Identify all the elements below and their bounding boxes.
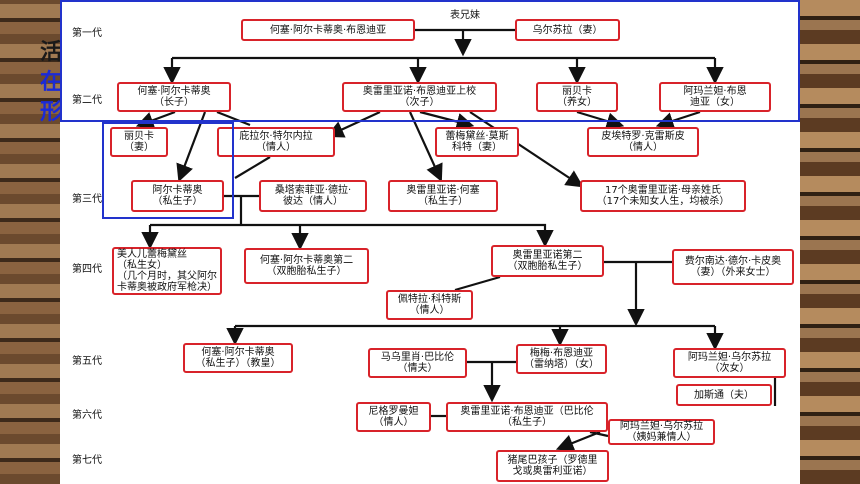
- node-aureliano-babilonia: 奥雷里亚诺·布恩迪亚（巴比伦（私生子）: [446, 402, 608, 432]
- node-aureliano-colonel: 奥雷里亚诺·布恩迪亚上校（次子）: [342, 82, 497, 112]
- gen-label-1: 第一代: [72, 28, 102, 39]
- node-nigromanta: 尼格罗曼妲（情人）: [356, 402, 431, 432]
- node-pig-tail-child: 猪尾巴孩子（罗德里戈或奥雷利亚诺）: [496, 450, 609, 482]
- line-pilar-arcadio: [234, 156, 271, 179]
- node-jose-arcadio-5: 何塞·阿尔卡蒂奥（私生子）（教皇）: [183, 343, 293, 373]
- node-rebeca-wife: 丽贝卡（妻）: [110, 127, 168, 157]
- bookshelf-left-image: [0, 0, 60, 484]
- node-rebeca-adopted: 丽贝卡（养女）: [536, 82, 618, 112]
- slide-background-text: 活 在 形: [40, 38, 62, 128]
- line-aureliano-amaranta-lover: [589, 430, 609, 438]
- line-aureliano-aureliano-jose: [408, 111, 443, 183]
- node-amaranta-ursula: 阿玛兰妲·乌尔苏拉（次女）: [673, 348, 786, 378]
- line-gen6-down: [555, 430, 601, 452]
- gen-label-2: 第二代: [72, 95, 102, 106]
- highlight-frame-arcadio: [102, 122, 234, 219]
- gen-label-6: 第六代: [72, 410, 102, 421]
- line-aureliano-second-petra: [454, 275, 501, 292]
- node-amaranta: 阿玛兰妲·布恩迪亚（女）: [659, 82, 771, 112]
- bookshelf-right-image: [800, 0, 860, 484]
- gen-label-5: 第五代: [72, 356, 102, 367]
- node-seventeen-aurelianos: 17个奥雷里亚诺·母亲姓氏（17个未知女人生，均被杀）: [580, 180, 746, 212]
- node-remedios-moscote: 蕾梅黛丝·莫斯科特（妻）: [435, 127, 519, 157]
- bg-text-line-1: 活: [40, 40, 63, 65]
- node-petra-cotes: 佩特拉·科特斯（情人）: [386, 290, 473, 320]
- node-jose-arcadio: 何塞·阿尔卡蒂奥（长子）: [117, 82, 231, 112]
- bg-text-line-3: 形: [40, 100, 63, 125]
- bg-text-line-2: 在: [40, 70, 63, 95]
- node-pietro-crespi: 皮埃特罗·克雷斯皮（情人）: [587, 127, 699, 157]
- line-to-aureliano-second: [335, 223, 554, 248]
- node-jose-arcadio-buendia: 何塞·阿尔卡蒂奥·布恩迪亚: [241, 19, 415, 41]
- gen-label-7: 第七代: [72, 455, 102, 466]
- line-aureliano-remedios: [419, 110, 475, 131]
- diagram-title: 表兄妹: [450, 10, 480, 21]
- line-jose-arcadio-pilar: [216, 110, 251, 127]
- line-aureliano-pilar: [326, 111, 381, 138]
- line-amaranta-pietro: [655, 110, 701, 130]
- node-gaston: 加斯通（夫）: [676, 384, 772, 406]
- node-amaranta-ursula-lover: 阿玛兰妲·乌尔苏拉（姨妈兼情人）: [608, 419, 715, 445]
- gen-label-3: 第三代: [72, 194, 102, 205]
- node-mauricio-babilonia: 马乌里肖·巴比伦（情夫）: [368, 348, 467, 378]
- node-arcadio: 阿尔卡蒂奥（私生子）: [131, 180, 224, 212]
- node-jose-arcadio-second: 何塞·阿尔卡蒂奥第二（双胞胎私生子）: [244, 248, 369, 284]
- node-fernanda: 费尔南达·德尔·卡皮奥（妻）（外来女士）: [672, 249, 794, 285]
- line-rebeca-pietro: [576, 110, 625, 130]
- node-aureliano-jose: 奥雷里亚诺·何塞（私生子）: [388, 180, 498, 212]
- highlight-frame-top: [60, 0, 800, 122]
- node-meme: 梅梅·布恩迪亚（雷纳塔）（女）: [516, 344, 607, 374]
- node-remedios-beauty: 美人儿蕾梅黛丝（私生女）（几个月时，其父阿尔卡蒂奥被政府军枪决）: [112, 247, 222, 295]
- node-santa-sofia: 桑塔索菲亚·德拉·彼达（情人）: [259, 180, 367, 212]
- gen-label-4: 第四代: [72, 264, 102, 275]
- node-pilar-ternera: 庇拉尔·特尔内拉（情人）: [217, 127, 335, 157]
- node-aureliano-second: 奥雷里亚诺第二（双胞胎私生子）: [491, 245, 604, 277]
- node-ursula: 乌尔苏拉（妻）: [515, 19, 620, 41]
- line-aureliano-seventeen: [469, 111, 584, 188]
